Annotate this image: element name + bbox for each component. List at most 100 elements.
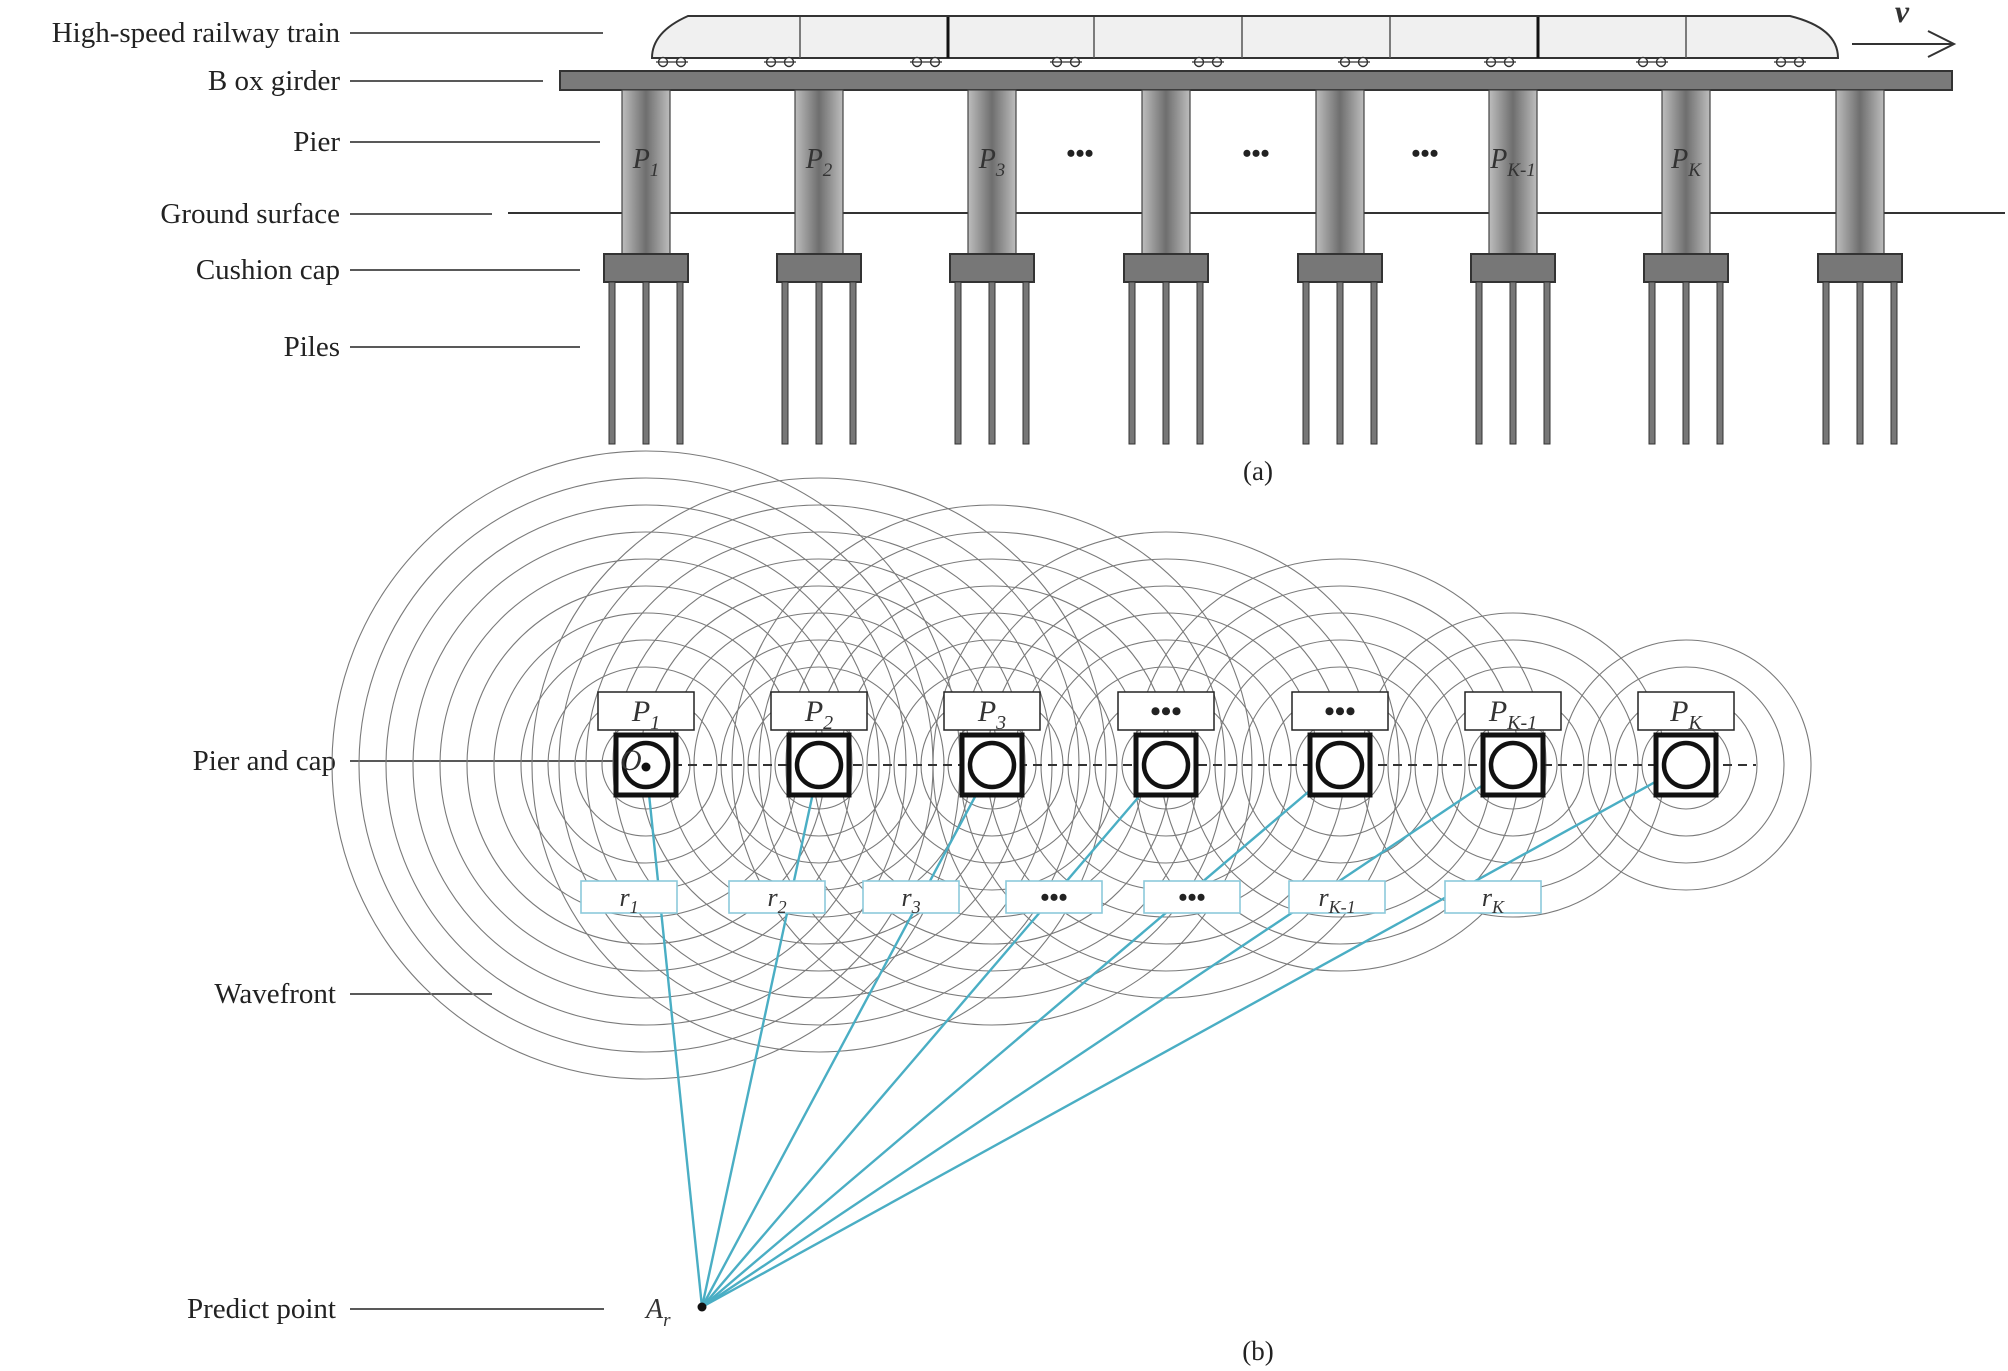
pile: [1162, 281, 1170, 445]
high-speed-train: [650, 15, 1840, 68]
pile: [608, 281, 616, 445]
pier-label-box: P2: [770, 691, 868, 734]
label-ground: Ground surface: [160, 198, 340, 230]
cushion-cap: [776, 253, 862, 283]
caption-b: (b): [1242, 1336, 1273, 1366]
origin-dot: [641, 762, 651, 772]
pier-box-label: P3: [977, 695, 1006, 734]
distance-label-box: rK: [1444, 880, 1542, 917]
ellipsis: •••: [1066, 139, 1093, 168]
caption-a: (a): [1243, 456, 1273, 486]
train-bogie: [656, 56, 688, 68]
pile: [1302, 281, 1310, 445]
bridge-elevation-view: High-speed railway train B ox girder Pie…: [52, 0, 2005, 486]
distance-rays: [647, 776, 1664, 1309]
distance-label-boxes: r1 r2 r3 ••• ••• rK-1 rK: [580, 880, 1542, 917]
predict-symbol: Ar: [644, 1294, 671, 1331]
train-bogie: [1192, 56, 1224, 68]
pier-assembly: [1297, 89, 1383, 445]
cushion-cap: [1297, 253, 1383, 283]
predict-point-dot: [697, 1302, 707, 1312]
pile: [849, 281, 857, 445]
pier-assembly: [1470, 89, 1556, 445]
pier-column: [1141, 89, 1191, 255]
cushion-cap: [1643, 253, 1729, 283]
label-predict-point: Predict point: [187, 1293, 336, 1325]
cushion-cap: [603, 253, 689, 283]
pier-label: P2: [805, 144, 833, 181]
distance-box-label: r2: [767, 883, 786, 917]
cushion-cap: [1470, 253, 1556, 283]
pile: [1716, 281, 1724, 445]
pier-column: [1661, 89, 1711, 255]
pile: [1890, 281, 1898, 445]
pier-box-label: •••: [1324, 695, 1356, 728]
distance-label-box: r2: [728, 880, 826, 917]
pier-label: PK-1: [1489, 144, 1536, 181]
pier-assembly: [949, 89, 1035, 445]
train-car-dividers: [799, 17, 1687, 58]
bridge-piers: [603, 89, 1903, 445]
pile: [1543, 281, 1551, 445]
wavefront-ring: [531, 477, 1107, 1053]
pier-box-label: PK-1: [1488, 695, 1537, 734]
pile: [781, 281, 789, 445]
pier-cap-symbol: [786, 732, 852, 798]
pile: [676, 281, 684, 445]
pier-assembly: [1123, 89, 1209, 445]
pier-box-label: PK: [1669, 695, 1703, 734]
distance-label-box: r3: [862, 880, 960, 917]
pier-cap-symbol: [1133, 732, 1199, 798]
train-bogie: [1484, 56, 1516, 68]
pier-label: P1: [632, 144, 660, 181]
pier-label-box: P3: [943, 691, 1041, 734]
pile: [1336, 281, 1344, 445]
train-bogie: [1338, 56, 1370, 68]
pile: [1475, 281, 1483, 445]
pier-label-box: PK-1: [1464, 691, 1562, 734]
pile: [1856, 281, 1864, 445]
pier-box-label: P2: [804, 695, 833, 734]
distance-box-label: rK-1: [1318, 883, 1355, 917]
box-girder: [559, 70, 1953, 91]
distance-box-label: r3: [901, 883, 920, 917]
distance-ray: [700, 790, 815, 1308]
label-piles: Piles: [284, 331, 340, 363]
distance-box-label: •••: [1178, 883, 1205, 912]
distance-ray: [701, 783, 1151, 1308]
velocity-symbol: v: [1895, 0, 1910, 29]
pier-assembly: [1817, 89, 1903, 445]
pier-column: [1315, 89, 1365, 255]
pile: [1128, 281, 1136, 445]
label-pier-and-cap: Pier and cap: [193, 745, 336, 777]
distance-ray: [700, 787, 981, 1308]
pile: [1022, 281, 1030, 445]
pier-label: PK: [1670, 144, 1702, 181]
label-girder: B ox girder: [208, 65, 340, 97]
ellipsis: •••: [1242, 139, 1269, 168]
pier-cap-symbol: [1307, 732, 1373, 798]
pile: [1648, 281, 1656, 445]
pile: [1822, 281, 1830, 445]
label-cushion-cap: Cushion cap: [196, 254, 340, 286]
pier-label-box: PK: [1637, 691, 1735, 734]
pier-cap-symbol: [1653, 732, 1719, 798]
pier-label-box: •••: [1291, 691, 1389, 731]
wavefront-ring: [758, 531, 1226, 999]
wavefront-ring: [547, 666, 745, 864]
train-bogie: [764, 56, 796, 68]
pier-column: [1488, 89, 1538, 255]
train-bogie: [910, 56, 942, 68]
distance-box-label: rK: [1482, 883, 1505, 917]
distance-box-label: r1: [619, 883, 638, 917]
label-pier: Pier: [293, 126, 340, 158]
pier-cap-symbol: [1480, 732, 1546, 798]
pier-assembly: [603, 89, 689, 445]
wavefront-ring: [893, 666, 1091, 864]
pile: [642, 281, 650, 445]
distance-box-label: •••: [1040, 883, 1067, 912]
pile: [1509, 281, 1517, 445]
